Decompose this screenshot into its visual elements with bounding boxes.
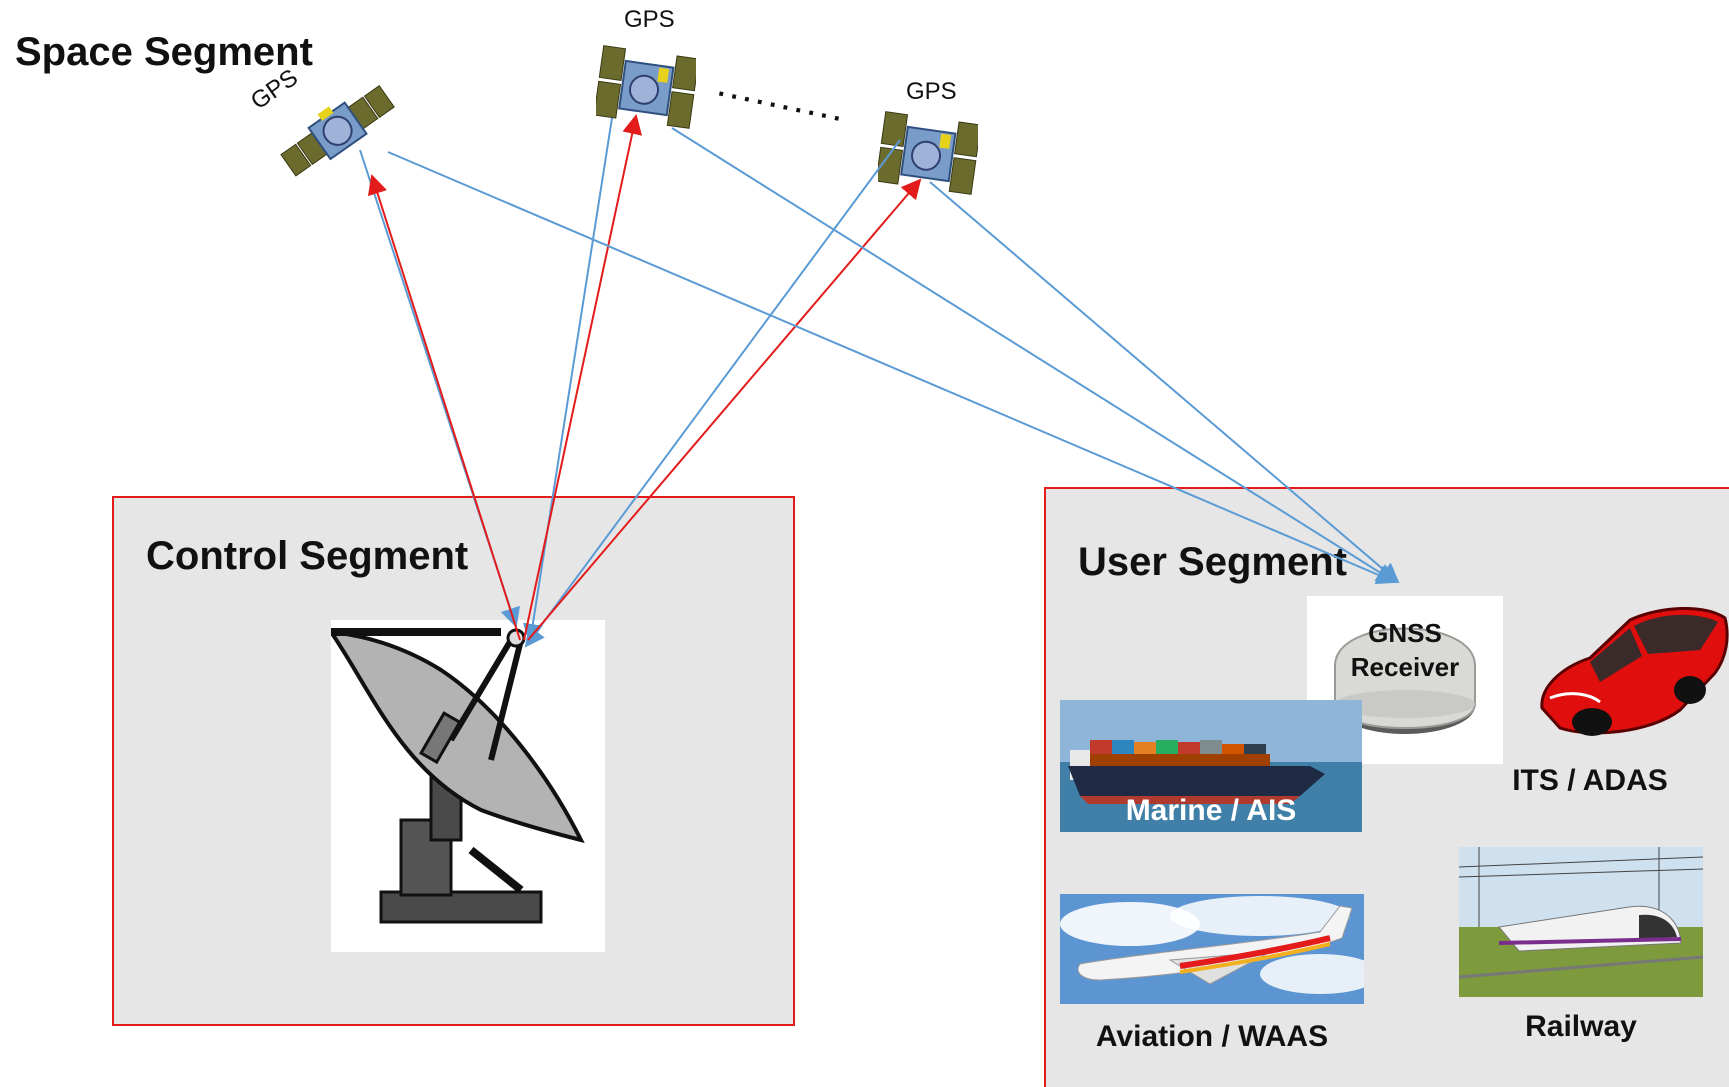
marine-photo: Marine / AIS xyxy=(1060,700,1362,832)
railway-label: Railway xyxy=(1525,1010,1637,1043)
satellite-icon xyxy=(280,85,395,177)
satellite-icon xyxy=(596,45,696,129)
aviation-photo xyxy=(1060,894,1364,1004)
its-label: ITS / ADAS xyxy=(1512,764,1668,797)
gnss-receiver-label-line2: Receiver xyxy=(1350,652,1460,682)
railway-photo xyxy=(1459,847,1703,997)
space-segment-title: Space Segment xyxy=(15,30,313,74)
gnss-receiver-label-line1: GNSS xyxy=(1368,618,1442,648)
gnss-receiver-image: GNSS Receiver xyxy=(1307,596,1503,764)
antenna-dish-icon xyxy=(331,628,585,924)
ship-photo xyxy=(1060,700,1362,832)
satellite-2-label: GPS xyxy=(624,6,675,33)
more-satellites-ellipsis: .......... xyxy=(713,60,851,131)
train-photo xyxy=(1459,847,1703,997)
satellite-icon xyxy=(878,111,978,195)
airplane-photo xyxy=(1060,894,1364,1004)
control-segment-title: Control Segment xyxy=(146,534,469,578)
aviation-label: Aviation / WAAS xyxy=(1095,1020,1329,1053)
user-segment-title: User Segment xyxy=(1078,540,1347,584)
gnss-receiver-icon xyxy=(1334,627,1476,734)
antenna-dish-image xyxy=(331,620,605,952)
marine-label: Marine / AIS xyxy=(1125,794,1297,827)
satellite-3-label: GPS xyxy=(906,78,957,105)
car-icon xyxy=(1540,606,1729,736)
